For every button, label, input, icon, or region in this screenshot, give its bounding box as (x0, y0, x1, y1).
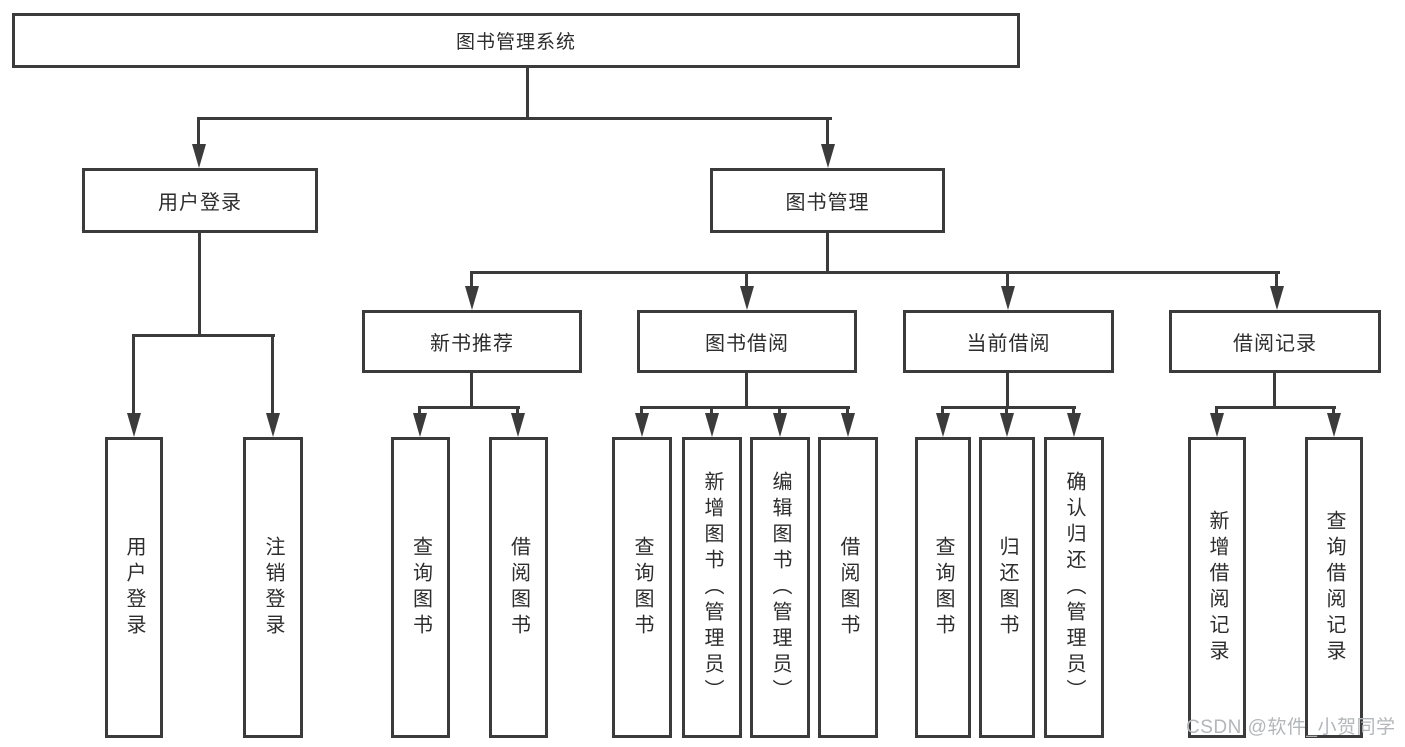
connector-line (470, 373, 473, 409)
leaf-nb-query-books: 查询图书 (391, 437, 450, 738)
arrow-down (1001, 286, 1015, 310)
connector-line (198, 233, 201, 336)
leaf-label: 查询图书 (409, 535, 432, 640)
leaf-label: 查询图书 (631, 535, 653, 640)
arrow-down (1067, 413, 1081, 437)
arrow-down (1270, 286, 1284, 310)
connector-branch (640, 406, 850, 409)
connector-top-branch (197, 117, 832, 120)
connector-branch (470, 271, 1280, 274)
connector-line (418, 406, 421, 416)
leaf-label: 用户登录 (123, 535, 145, 640)
arrow-down (465, 286, 479, 310)
leaf-label: 新增图书（管理员） (701, 470, 723, 705)
connector-line (1215, 406, 1218, 416)
connector-line (826, 233, 829, 274)
arrow-down (705, 413, 719, 437)
connector-branch (418, 406, 520, 409)
connector-line (1006, 271, 1009, 289)
leaf-bw-borrow-books: 借阅图书 (818, 437, 878, 738)
connector-line (941, 406, 944, 416)
leaf-rec-query-record: 查询借阅记录 (1305, 437, 1363, 738)
leaf-label: 注销登录 (262, 535, 284, 640)
arrow-down (1000, 413, 1014, 437)
arrow-down (1210, 413, 1224, 437)
node-current-borrow: 当前借阅 (903, 310, 1114, 373)
arrow-down (192, 144, 206, 168)
leaf-bw-query-books: 查询图书 (612, 437, 672, 738)
connector-line (826, 117, 829, 147)
arrow-down (1327, 413, 1341, 437)
connector-line (1005, 406, 1008, 416)
node-book-borrow: 图书借阅 (637, 310, 857, 373)
leaf-label: 编辑图书（管理员） (769, 470, 791, 705)
connector-line (778, 406, 781, 416)
connector-line (1332, 406, 1335, 416)
leaf-cur-return-books: 归还图书 (979, 437, 1035, 738)
arrow-down (266, 413, 280, 437)
leaf-user-login: 用户登录 (105, 437, 163, 738)
node-new-book-recommend: 新书推荐 (362, 310, 582, 373)
leaf-label: 查询图书 (932, 535, 954, 640)
leaf-cur-query-books: 查询图书 (915, 437, 971, 738)
leaf-rec-add-record: 新增借阅记录 (1188, 437, 1246, 738)
arrow-down (740, 286, 754, 310)
leaf-label: 新增借阅记录 (1206, 509, 1228, 666)
connector-line (846, 406, 849, 416)
connector-line (710, 406, 713, 416)
connector-line (1006, 373, 1009, 409)
leaf-label: 借阅图书 (507, 535, 530, 640)
connector-line (640, 406, 643, 416)
arrow-down (821, 144, 835, 168)
connector-line (197, 117, 200, 147)
arrow-down (635, 413, 649, 437)
arrow-down (127, 413, 141, 437)
arrow-down (841, 413, 855, 437)
connector-line (516, 406, 519, 416)
connector-branch (941, 406, 1076, 409)
node-root: 图书管理系统 (12, 13, 1020, 68)
node-book-management: 图书管理 (710, 168, 945, 233)
arrow-down (773, 413, 787, 437)
connector-line (132, 334, 135, 416)
arrow-down (936, 413, 950, 437)
leaf-label: 确认归还（管理员） (1063, 470, 1085, 705)
connector-line (745, 271, 748, 289)
node-borrow-records: 借阅记录 (1169, 310, 1381, 373)
connector-line (745, 373, 748, 409)
leaf-nb-borrow-books: 借阅图书 (489, 437, 548, 738)
connector-branch (132, 334, 275, 337)
node-user-login: 用户登录 (82, 168, 318, 233)
arrow-down (413, 413, 427, 437)
connector-line (470, 271, 473, 289)
leaf-cur-confirm-return-admin: 确认归还（管理员） (1044, 437, 1104, 738)
leaf-label: 归还图书 (996, 535, 1018, 640)
connector-root-stem (526, 68, 529, 118)
leaf-label: 查询借阅记录 (1323, 509, 1345, 666)
leaf-logout: 注销登录 (243, 437, 303, 738)
connector-line (1072, 406, 1075, 416)
connector-branch (1215, 406, 1336, 409)
arrow-down (511, 413, 525, 437)
watermark: CSDN @软件_小贺同学 (1186, 717, 1396, 738)
leaf-bw-add-books-admin: 新增图书（管理员） (682, 437, 742, 738)
connector-line (1275, 271, 1278, 289)
connector-line (271, 334, 274, 416)
leaf-bw-edit-books-admin: 编辑图书（管理员） (750, 437, 810, 738)
leaf-label: 借阅图书 (837, 535, 859, 640)
connector-line (1273, 373, 1276, 409)
